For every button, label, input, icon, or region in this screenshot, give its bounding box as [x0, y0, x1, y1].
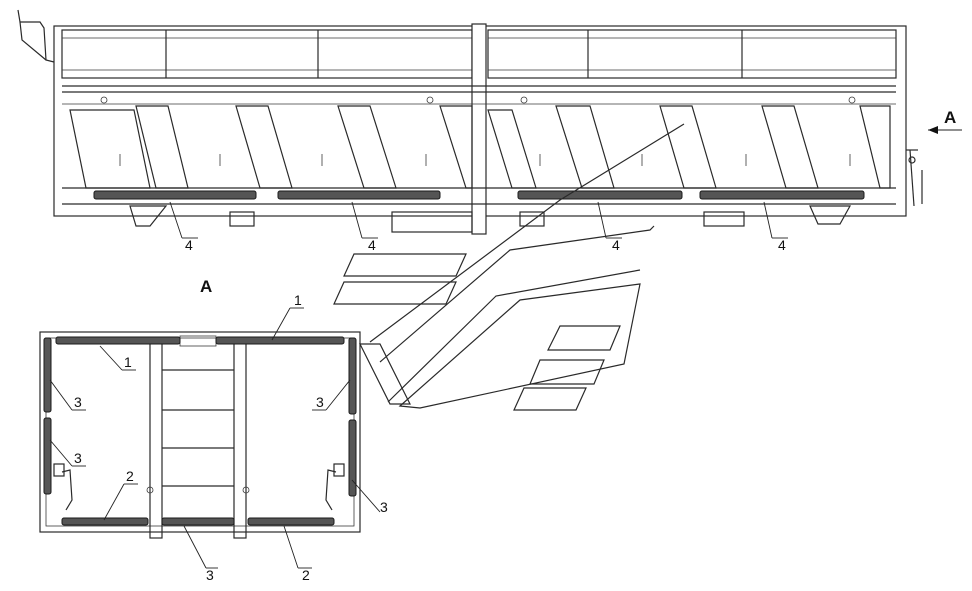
callout-3-b: 3 [316, 394, 324, 410]
view-arrow-head [928, 126, 938, 134]
callout-4-c: 4 [612, 237, 620, 253]
end-view: 1 1 3 3 3 3 2 3 2 [39, 292, 388, 583]
callout-3-a: 3 [74, 394, 82, 410]
view-marker-label: A [944, 108, 956, 127]
rubber-pad-3a [43, 337, 52, 413]
front-bracket [17, 9, 55, 63]
callout-4-b: 4 [368, 237, 376, 253]
latches [53, 463, 345, 511]
callout-3-c: 3 [74, 450, 82, 466]
rubber-pad-2b [247, 517, 335, 526]
rubber-pad-4c [517, 190, 683, 200]
ladder-rail-right [233, 337, 247, 539]
callout-3-e: 3 [206, 567, 214, 583]
callout-3-d: 3 [380, 499, 388, 515]
callout-4-a: 4 [185, 237, 193, 253]
callout-2-a: 2 [126, 468, 134, 484]
side-board-right [487, 29, 897, 79]
rubber-pad-3d [348, 419, 357, 497]
rubber-pad-3c [348, 337, 357, 415]
rear-latch [906, 149, 923, 207]
rubber-pad-1a [55, 336, 181, 345]
rubber-pad-3b [43, 417, 52, 495]
rubber-pad-4a [93, 190, 257, 200]
callout-4-d: 4 [778, 237, 786, 253]
callout-1-b: 1 [124, 354, 132, 370]
side-board-left [61, 29, 473, 79]
side-view: A 4 4 4 4 [17, 9, 962, 253]
rubber-pad-4b [277, 190, 441, 200]
callout-1-a: 1 [294, 292, 302, 308]
perspective-panels [333, 123, 685, 411]
callout-2-b: 2 [302, 567, 310, 583]
rubber-pad-3e [161, 517, 235, 526]
ladder-rungs [162, 369, 234, 487]
end-view-frame [39, 331, 361, 533]
ladder-rail-left [149, 337, 163, 539]
underframe [129, 205, 852, 233]
center-post [471, 23, 487, 235]
panel-pins [119, 154, 851, 166]
view-title: A [200, 277, 212, 296]
rivets [100, 96, 856, 104]
rubber-pad-4d [699, 190, 865, 200]
rubber-pad-1b [215, 336, 345, 345]
